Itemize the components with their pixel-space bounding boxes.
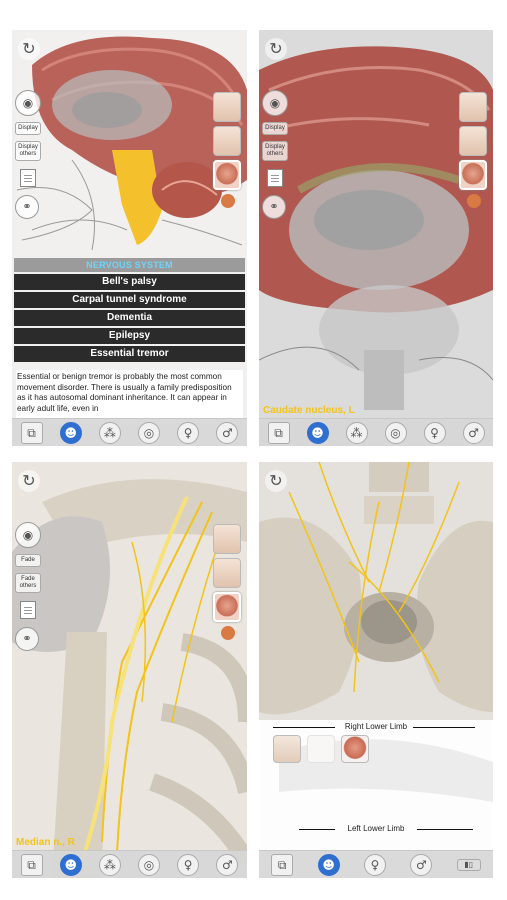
share-icon[interactable]: ⚭ (15, 627, 39, 651)
display-button[interactable]: Display (15, 122, 41, 135)
display-button[interactable]: Display (262, 122, 288, 135)
panel-pelvis-nerves: ↻ Right Lower Limb Left Lower Limb ⧉ ☻ ♀… (259, 462, 493, 878)
body-icon[interactable]: ☻ (317, 853, 340, 876)
brain-caudate-view[interactable] (259, 30, 493, 446)
condition-item[interactable]: Epilepsy (14, 328, 245, 344)
condition-item[interactable]: Essential tremor (14, 346, 245, 362)
left-tool-column: ◉ Display Display others ⚭ (15, 90, 43, 219)
thumbnail-skeleton[interactable] (213, 92, 241, 122)
left-lower-limb-title: Left Lower Limb (347, 824, 405, 833)
body-icon[interactable]: ☻ (59, 853, 82, 876)
structure-label: Median n., R (16, 837, 75, 848)
thumbnail-nerves[interactable] (307, 735, 335, 763)
female-icon[interactable]: ♀ (177, 421, 200, 444)
views-icon[interactable]: ⁂ (98, 853, 121, 876)
bullseye-icon[interactable]: ◎ (138, 421, 161, 444)
thumbnail-organ[interactable] (221, 626, 235, 640)
views-icon[interactable]: ⁂ (98, 421, 121, 444)
thumbnail-brain[interactable] (459, 160, 487, 190)
share-icon[interactable]: ⚭ (15, 195, 39, 219)
thumbnail-organ[interactable] (467, 194, 481, 208)
bottom-toolbar: ⧉ ☻ ♀ ♂ ▮▯ (259, 850, 493, 878)
layers-icon[interactable]: ⧉ (271, 853, 294, 876)
thumbnail-skeleton[interactable] (273, 735, 301, 763)
thumbnail-brain[interactable] (213, 160, 241, 190)
nervous-system-header: NERVOUS SYSTEM (14, 258, 245, 272)
condition-description: Essential or benign tremor is probably t… (16, 370, 243, 418)
shoulder-nerves-view[interactable] (12, 462, 247, 878)
display-others-button[interactable]: Display others (262, 141, 288, 161)
structure-label: Caudate nucleus, L (263, 405, 355, 416)
thumbnail-muscle[interactable] (213, 558, 241, 588)
layers-icon[interactable]: ⧉ (267, 421, 290, 444)
male-icon[interactable]: ♂ (216, 421, 239, 444)
rotate-icon[interactable]: ↻ (265, 38, 287, 60)
right-lower-limb-section: Right Lower Limb (259, 722, 493, 763)
toggle-icon[interactable]: ▮▯ (456, 858, 481, 871)
thumbnail-brain[interactable] (213, 592, 241, 622)
eye-icon[interactable]: ◉ (262, 90, 288, 116)
pelvis-nerves-view[interactable] (259, 462, 493, 878)
fade-others-button[interactable]: Fade others (15, 573, 41, 593)
thumbnail-muscle[interactable] (213, 126, 241, 156)
thumbnail-skeleton[interactable] (459, 92, 487, 122)
eye-icon[interactable]: ◉ (15, 90, 41, 116)
left-lower-limb-section: Left Lower Limb (259, 824, 493, 833)
male-icon[interactable]: ♂ (410, 853, 433, 876)
nervous-system-list: NERVOUS SYSTEM Bell's palsy Carpal tunne… (14, 258, 245, 362)
layers-icon[interactable]: ⧉ (20, 853, 43, 876)
fade-button[interactable]: Fade (15, 554, 41, 567)
female-icon[interactable]: ♀ (177, 853, 200, 876)
layers-icon[interactable]: ⧉ (20, 421, 43, 444)
share-icon[interactable]: ⚭ (262, 195, 286, 219)
male-icon[interactable]: ♂ (462, 421, 485, 444)
right-thumbnail-column (459, 92, 489, 212)
document-icon[interactable] (20, 169, 36, 187)
condition-item[interactable]: Dementia (14, 310, 245, 326)
bottom-toolbar: ⧉ ☻ ⁂ ◎ ♀ ♂ (259, 418, 493, 446)
rotate-icon[interactable]: ↻ (18, 470, 40, 492)
rotate-icon[interactable]: ↻ (265, 470, 287, 492)
bullseye-icon[interactable]: ◎ (138, 853, 161, 876)
condition-item[interactable]: Bell's palsy (14, 274, 245, 290)
body-icon[interactable]: ☻ (306, 421, 329, 444)
right-thumbnail-column (213, 92, 243, 212)
document-icon[interactable] (20, 601, 36, 619)
right-lower-limb-title: Right Lower Limb (344, 722, 408, 731)
rotate-icon[interactable]: ↻ (18, 38, 40, 60)
bottom-toolbar: ⧉ ☻ ⁂ ◎ ♀ ♂ (12, 418, 247, 446)
panel-shoulder-median: ↻ ◉ Fade Fade others ⚭ Median n., R ⧉ ☻ … (12, 462, 247, 878)
panel-brain-sagittal: ↻ ◉ Display Display others ⚭ NERVOUS SYS… (12, 30, 247, 446)
thumbnail-muscle[interactable] (459, 126, 487, 156)
bottom-toolbar: ⧉ ☻ ⁂ ◎ ♀ ♂ (12, 850, 247, 878)
eye-icon[interactable]: ◉ (15, 522, 41, 548)
male-icon[interactable]: ♂ (216, 853, 239, 876)
bullseye-icon[interactable]: ◎ (384, 421, 407, 444)
thumbnail-skeleton[interactable] (213, 524, 241, 554)
panel-brain-caudate: ↻ ◉ Display Display others ⚭ Caudate nuc… (259, 30, 493, 446)
female-icon[interactable]: ♀ (363, 853, 386, 876)
left-tool-column: ◉ Display Display others ⚭ (262, 90, 290, 219)
document-icon[interactable] (267, 169, 283, 187)
display-others-button[interactable]: Display others (15, 141, 41, 161)
thumbnail-organ[interactable] (221, 194, 235, 208)
right-thumbnail-column (213, 524, 243, 644)
thumbnail-brain[interactable] (341, 735, 369, 763)
female-icon[interactable]: ♀ (423, 421, 446, 444)
left-tool-column: ◉ Fade Fade others ⚭ (15, 522, 43, 651)
body-icon[interactable]: ☻ (59, 421, 82, 444)
condition-item[interactable]: Carpal tunnel syndrome (14, 292, 245, 308)
views-icon[interactable]: ⁂ (345, 421, 368, 444)
